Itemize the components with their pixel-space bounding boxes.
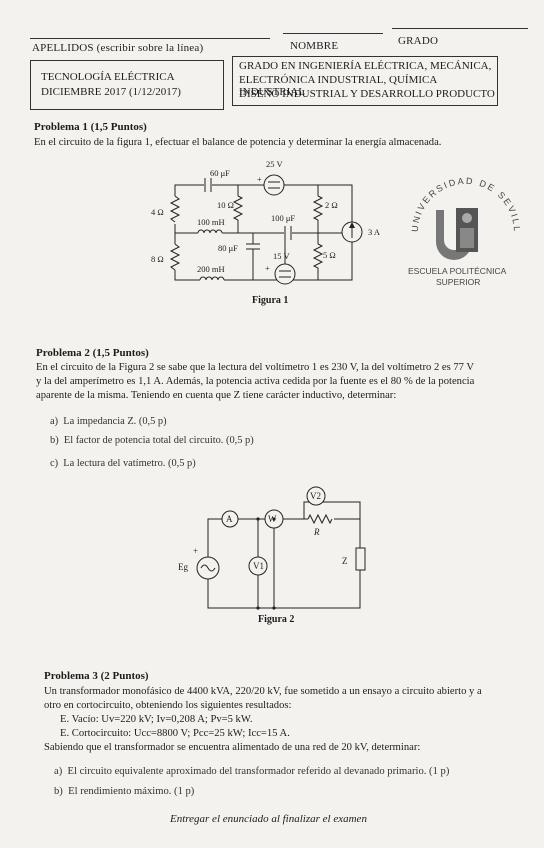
degree-box: GRADO EN INGENIERÍA ELÉCTRICA, MECÁNICA,… xyxy=(232,56,498,106)
fig1-plus1: + xyxy=(257,174,262,184)
fig1-label-r1: 4 Ω xyxy=(151,207,164,217)
fig1-label-l1: 100 mH xyxy=(197,217,225,227)
fig2-z-label: Z xyxy=(342,556,348,566)
fig1-label-c2: 100 μF xyxy=(271,213,295,223)
subject-box: TECNOLOGÍA ELÉCTRICA DICIEMBRE 2017 (1/1… xyxy=(30,60,224,110)
fig1-label-i1: 3 A xyxy=(368,227,381,237)
apellidos-label: APELLIDOS (escribir sobre la línea) xyxy=(32,42,204,54)
fig1-label-c1: 60 μF xyxy=(210,168,230,178)
problem3-line3: Sabiendo que el transformador se encuent… xyxy=(44,742,421,753)
problem2-item-b-text: El factor de potencia total del circuito… xyxy=(63,435,254,446)
grado-line[interactable] xyxy=(392,28,528,29)
problem2-item-b: b) El factor de potencia total del circu… xyxy=(50,435,254,446)
problem3-title: Problema 3 (2 Puntos) xyxy=(44,670,149,682)
problem3-item-b-text: El rendimiento máximo. (1 p) xyxy=(68,786,195,797)
problem2-item-c-text: La lectura del vatímetro. (0,5 p) xyxy=(63,458,196,469)
fig2-plus: + xyxy=(193,546,198,556)
fig2-v2-label: V2 xyxy=(310,491,321,501)
logo-line1: ESCUELA POLITÉCNICA xyxy=(408,266,507,276)
fig2-source-label: Eg xyxy=(178,562,188,572)
fig1-label-v1: 25 V xyxy=(266,159,283,169)
problem3-line2: otro en cortocircuito, obteniendo los si… xyxy=(44,700,292,711)
nombre-line[interactable] xyxy=(283,33,383,34)
subject-line1: TECNOLOGÍA ELÉCTRICA xyxy=(41,71,175,83)
problem3-item-b-letter: b) xyxy=(54,786,63,797)
fig1-label-r4: 8 Ω xyxy=(151,254,164,264)
grado-label: GRADO xyxy=(398,35,439,47)
problem2-line2: y la del amperímetro es 1,1 A. Además, l… xyxy=(36,376,475,387)
subject-line2: DICIEMBRE 2017 (1/12/2017) xyxy=(41,86,181,98)
fig2-r-label: R xyxy=(313,527,320,537)
nombre-label: NOMBRE xyxy=(290,40,339,52)
problem3-item-a-text: El circuito equivalente aproximado del t… xyxy=(67,766,450,777)
logo-emblem-icon xyxy=(436,208,478,260)
problem2-item-c-letter: c) xyxy=(50,458,59,469)
fig1-label-r3: 2 Ω xyxy=(325,200,338,210)
fig1-plus2: + xyxy=(265,263,270,273)
problem3-test2: E. Cortocircuito: Ucc=8800 V; Pcc=25 kW;… xyxy=(60,728,290,739)
logo-line2: SUPERIOR xyxy=(436,277,480,287)
problem3-item-b: b) El rendimiento máximo. (1 p) xyxy=(54,786,194,797)
fig1-label-r2: 10 Ω xyxy=(217,200,234,210)
problem2-line1: En el circuito de la Figura 2 se sabe qu… xyxy=(36,362,475,373)
problem3-item-a-letter: a) xyxy=(54,766,63,777)
degree-line1: GRADO EN INGENIERÍA ELÉCTRICA, MECÁNICA, xyxy=(239,60,492,72)
problem2-item-a-letter: a) xyxy=(50,416,59,427)
problem3-item-a: a) El circuito equivalente aproximado de… xyxy=(54,766,449,777)
fig2-ammeter-label: A xyxy=(226,514,233,524)
figure1-caption: Figura 1 xyxy=(252,295,289,306)
problem2-item-c: c) La lectura del vatímetro. (0,5 p) xyxy=(50,458,196,469)
problem3-test1: E. Vacío: Uv=220 kV; Iv=0,208 A; Pv=5 kW… xyxy=(60,714,253,725)
figure2-caption: Figura 2 xyxy=(258,614,295,625)
problem2-item-a-text: La impedancia Z. (0,5 p) xyxy=(63,416,167,427)
degree-line2: ELECTRÓNICA INDUSTRIAL, QUÍMICA INDUSTRI… xyxy=(239,74,437,98)
problem1-text: En el circuito de la figura 1, efectuar … xyxy=(34,137,442,148)
problem1-title: Problema 1 (1,5 Puntos) xyxy=(34,121,147,133)
footer-note: Entregar el enunciado al finalizar el ex… xyxy=(170,813,367,825)
figure1-circuit: 60 μF 25 V + 4 Ω 10 Ω 100 mH 100 μF 2 Ω … xyxy=(151,159,381,285)
university-logo: UNIVERSIDAD DE SEVILLA ESCUELA POLITÉCNI… xyxy=(404,170,520,287)
figure2-circuit: A W V1 V2 R Z Eg + xyxy=(178,486,366,610)
problem2-item-b-letter: b) xyxy=(50,435,59,446)
problem2-title: Problema 2 (1,5 Puntos) xyxy=(36,347,149,359)
degree-line3: DISEÑO INDUSTRIAL Y DESARROLLO PRODUCTO xyxy=(239,88,495,100)
fig1-label-r5: 5 Ω xyxy=(323,250,336,260)
fig1-label-c3: 80 μF xyxy=(218,243,238,253)
problem2-item-a: a) La impedancia Z. (0,5 p) xyxy=(50,416,167,427)
problem3-line1: Un transformador monofásico de 4400 kVA,… xyxy=(44,686,482,697)
fig2-v1-label: V1 xyxy=(253,561,264,571)
apellidos-line[interactable] xyxy=(30,38,270,39)
fig2-wattmeter-label: W xyxy=(268,514,277,524)
fig1-label-v2: 15 V xyxy=(273,251,290,261)
problem2-line3: aparente de la misma. Teniendo en cuenta… xyxy=(36,390,397,401)
fig1-label-l2: 200 mH xyxy=(197,264,225,274)
